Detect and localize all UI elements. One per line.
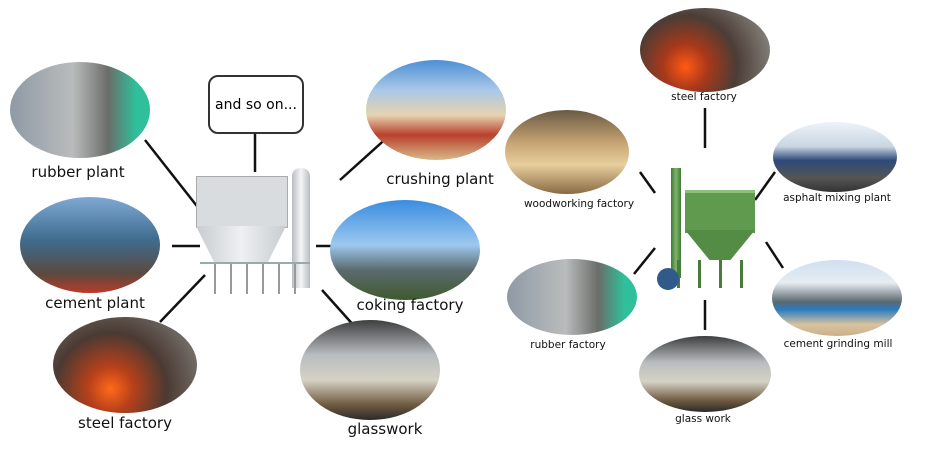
cement-plant-photo (20, 197, 160, 293)
label-woodworking-factory: woodworking factory (523, 198, 635, 210)
cement-grinding-mill-photo (772, 260, 902, 336)
glasswork-photo (300, 320, 440, 420)
r-steel-factory-photo (640, 8, 770, 92)
label-glass-work: glass work (675, 413, 731, 425)
connector-crushing-plant (339, 134, 391, 181)
label-coking-factory: coking factory (356, 296, 464, 314)
bag-filter-dust-collector-image (192, 168, 322, 298)
label-cement-grinding-mill: cement grinding mill (783, 338, 893, 350)
connector-r-cement (764, 241, 785, 269)
connector-r-asphalt (753, 171, 777, 201)
and-so-on-callout: and so on... (208, 75, 304, 134)
crushing-plant-photo (366, 60, 506, 160)
rubber-plant-photo (10, 62, 150, 158)
green-dust-collector-image (655, 168, 765, 296)
connector-r-wood (638, 171, 657, 194)
glass-work-photo (639, 336, 771, 412)
connector-rubber-plant (144, 139, 201, 211)
coking-factory-photo (330, 200, 480, 300)
label-glasswork: glasswork (347, 420, 423, 438)
steel-factory-photo (53, 317, 197, 413)
label-asphalt-mixing-plant: asphalt mixing plant (783, 192, 891, 204)
label-rubber-plant: rubber plant (31, 163, 125, 181)
connector-r-rubber (633, 247, 656, 275)
asphalt-mixing-plant-photo (773, 122, 897, 192)
label-r-steel-factory: steel factory (671, 91, 737, 103)
connector-steel-factory (159, 274, 206, 323)
label-cement-plant: cement plant (45, 294, 145, 312)
rubber-factory-photo (507, 259, 637, 335)
woodworking-factory-photo (505, 110, 629, 194)
label-steel-factory: steel factory (78, 414, 172, 432)
label-rubber-factory: rubber factory (530, 339, 606, 351)
label-crushing-plant: crushing plant (386, 170, 494, 188)
